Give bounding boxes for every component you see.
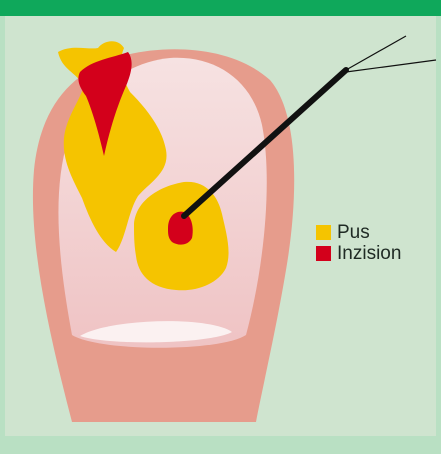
legend-label-incision: Inzision	[337, 243, 401, 264]
legend-item-incision: Inzision	[316, 243, 401, 264]
legend-item-pus: Pus	[316, 222, 401, 243]
incision-lower	[168, 212, 193, 245]
legend-label-pus: Pus	[337, 222, 370, 243]
legend: Pus Inzision	[316, 222, 401, 264]
legend-swatch-incision	[316, 246, 331, 261]
legend-swatch-pus	[316, 225, 331, 240]
